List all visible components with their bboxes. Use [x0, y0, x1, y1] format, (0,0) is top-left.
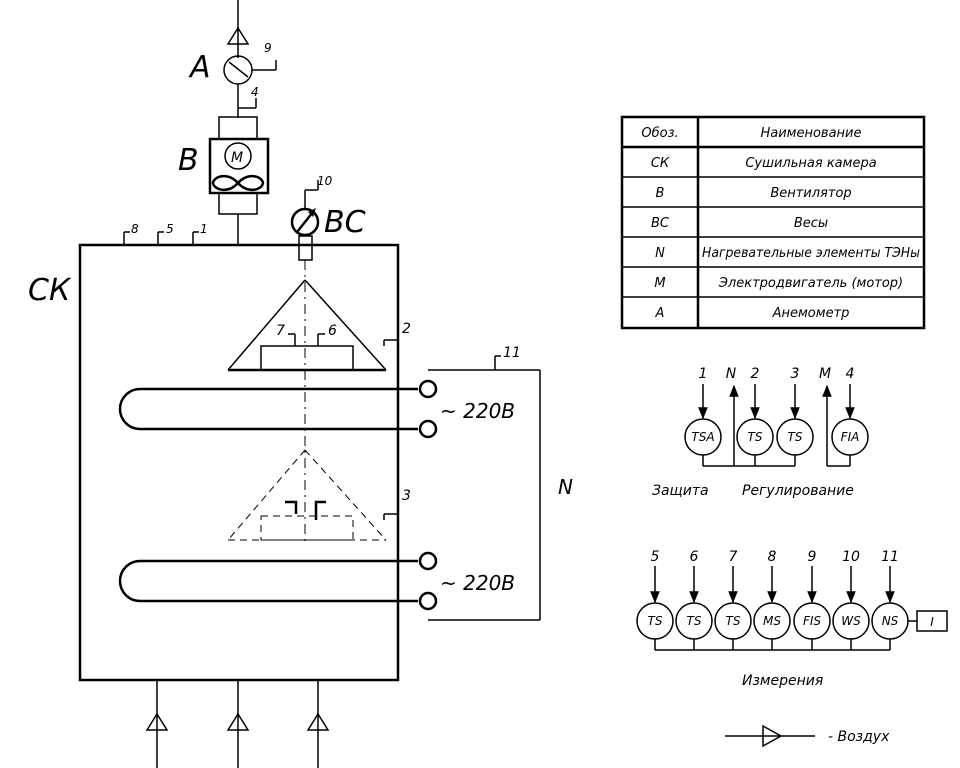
- drying-chamber-body: [78, 243, 400, 682]
- point-4-tick: [238, 98, 257, 109]
- heater-lower: [118, 551, 438, 611]
- point-10-label: 10: [317, 174, 333, 188]
- chamber-label: СК: [28, 273, 72, 308]
- scale-label: ВС: [324, 205, 366, 240]
- table-header-name: Наименование: [760, 126, 861, 141]
- instrument-label: FIA: [841, 430, 860, 444]
- table-cell-name: Вентилятор: [770, 186, 851, 201]
- voltage-lower-label: ~ 220В: [440, 571, 515, 595]
- control-signal-label: 3: [791, 366, 800, 382]
- legend-table: [620, 115, 926, 330]
- instrument-label: NS: [882, 614, 899, 628]
- motor-label: М: [231, 150, 243, 166]
- heater-upper: [118, 379, 438, 439]
- table-cell-code: СК: [651, 156, 670, 171]
- measure-signal-label: 5: [651, 549, 660, 565]
- table-cell-name: Сушильная камера: [745, 156, 876, 171]
- point-11-label: 11: [503, 345, 521, 361]
- air-legend-symbol: [725, 724, 815, 748]
- instrument-label: FIS: [803, 614, 821, 628]
- air-outlet-top: [226, 0, 250, 245]
- control-signal-label: 4: [846, 366, 855, 382]
- table-cell-name: Весы: [794, 216, 828, 231]
- tray-lower: [227, 449, 387, 541]
- air-inlet-1: [145, 680, 169, 768]
- point-3-label: 3: [402, 488, 411, 504]
- anemometer-label: А: [188, 50, 211, 85]
- caption-measurements: Измерения: [742, 673, 823, 689]
- point-8-label: 8: [131, 222, 139, 236]
- scale-icon: [290, 180, 320, 261]
- control-signal-label: M: [819, 366, 831, 382]
- heaters-label: N: [558, 475, 573, 499]
- instrument-label: TS: [726, 614, 741, 628]
- instrument-label: TSA: [691, 430, 714, 444]
- table-cell-code: ВС: [651, 216, 670, 231]
- air-inlet-2: [226, 680, 250, 768]
- table-header-code: Обоз.: [641, 126, 678, 141]
- control-loops: [684, 384, 869, 467]
- fan-icon: [208, 116, 270, 215]
- point-5-tick: [157, 231, 164, 245]
- measurement-loop: [636, 566, 948, 651]
- instrument-label: MS: [763, 614, 781, 628]
- measure-signal-label: 9: [808, 549, 817, 565]
- point-1-label: 1: [200, 222, 208, 236]
- instrument-label: WS: [841, 614, 861, 628]
- control-signal-label: 1: [699, 366, 708, 382]
- instrument-label: TS: [648, 614, 663, 628]
- table-cell-code: N: [655, 246, 665, 261]
- fan-label: В: [178, 143, 199, 178]
- caption-regulation: Регулирование: [742, 483, 854, 499]
- table-cell-name: Электродвигатель (мотор): [718, 276, 903, 291]
- instrument-label: TS: [687, 614, 702, 628]
- instrument-label: TS: [748, 430, 763, 444]
- point-2-label: 2: [402, 321, 411, 337]
- measure-signal-label: 8: [768, 549, 777, 565]
- table-cell-code: А: [655, 306, 665, 321]
- point-4-label: 4: [251, 85, 259, 99]
- point-5-label: 5: [166, 222, 174, 236]
- point-3-tick: [383, 513, 398, 520]
- anemometer-icon: [223, 55, 277, 85]
- point-2-tick: [383, 339, 398, 346]
- point-7-label: 7: [276, 323, 285, 339]
- instrument-label: TS: [788, 430, 803, 444]
- control-signal-label: 2: [751, 366, 760, 382]
- measure-signal-label: 6: [690, 549, 699, 565]
- display-label: I: [930, 615, 934, 629]
- tray-upper: [227, 279, 387, 372]
- voltage-upper-label: ~ 220В: [440, 399, 515, 423]
- caption-protection: Защита: [652, 483, 709, 499]
- point-1-tick: [192, 231, 199, 245]
- table-cell-name: Анемометр: [772, 306, 850, 321]
- measure-signal-label: 10: [842, 549, 860, 565]
- air-legend-label: - Воздух: [828, 729, 890, 745]
- table-cell-code: М: [654, 276, 665, 291]
- point-8-tick: [123, 231, 130, 245]
- heaters-bracket: [428, 355, 541, 621]
- table-cell-code: В: [656, 186, 665, 201]
- control-signal-label: N: [726, 366, 737, 382]
- air-inlet-3: [306, 680, 330, 768]
- measure-signal-label: 11: [881, 549, 899, 565]
- point-6-label: 6: [328, 323, 337, 339]
- table-cell-name: Нагревательные элементы ТЭНы: [702, 246, 920, 261]
- point-9-label: 9: [264, 41, 272, 55]
- measure-signal-label: 7: [729, 549, 738, 565]
